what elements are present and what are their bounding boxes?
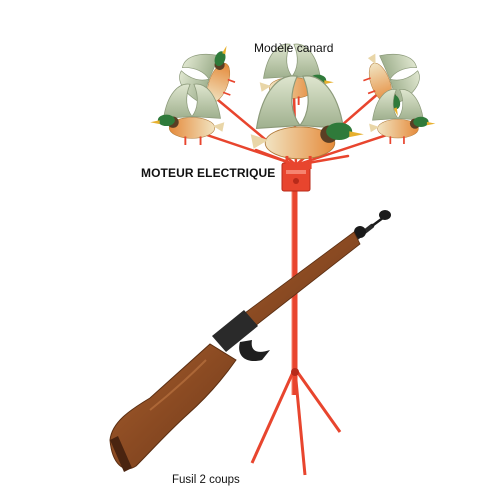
red-stand bbox=[250, 190, 342, 476]
air-rifle bbox=[109, 210, 391, 472]
caption-electric-motor: MOTEUR ELECTRIQUE bbox=[141, 166, 276, 180]
caption-rifle: Fusil 2 coups bbox=[172, 474, 240, 486]
caption-duck-model: Modèle canard bbox=[254, 41, 334, 55]
